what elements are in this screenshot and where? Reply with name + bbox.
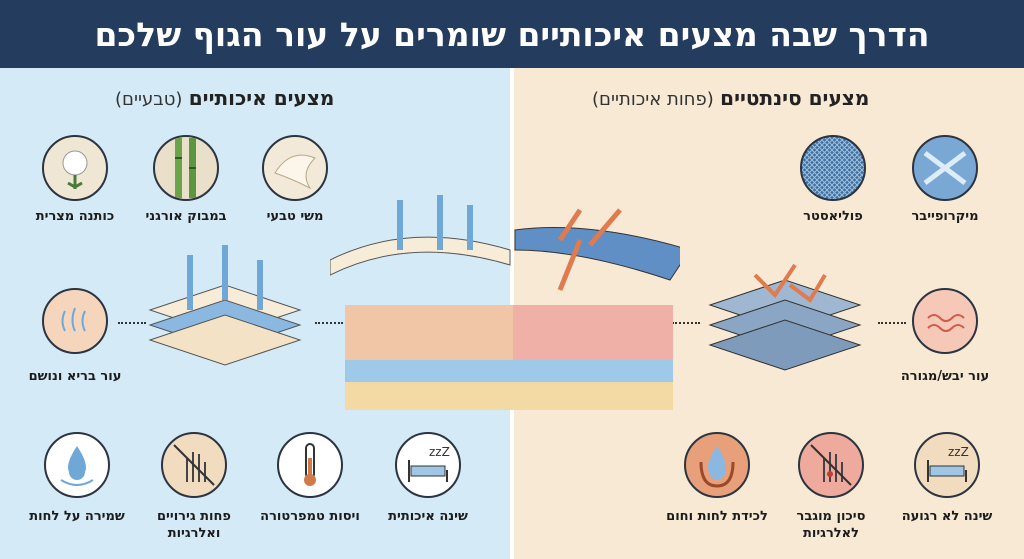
- thermometer-icon: [277, 432, 343, 498]
- left-subheading: (טבעיים): [115, 89, 183, 110]
- connector: [672, 322, 700, 324]
- page-title: הדרך שבה מצעים איכותיים שומרים על עור הג…: [0, 0, 1024, 68]
- moisture-icon: [44, 432, 110, 498]
- connector: [118, 322, 146, 324]
- breathable-fabric-layers: [148, 245, 302, 366]
- allergy-risk-icon: [798, 432, 864, 498]
- svg-text:zzZ: zzZ: [429, 445, 450, 459]
- benefit-label: פחות גירויים ואלרגיות: [157, 509, 231, 541]
- left-heading-text: מצעים איכותיים: [188, 86, 335, 110]
- cotton-icon: [42, 135, 108, 201]
- material-label: במבוק אורגני: [145, 209, 227, 224]
- left-heading: מצעים איכותיים (טבעיים): [115, 86, 334, 110]
- skin-label: עור יבש/מגורה: [900, 369, 990, 384]
- benefit-label: שינה איכותית: [388, 509, 468, 524]
- drawback-label: שינה לא רגועה: [901, 509, 993, 524]
- drawback-label: לכידת לחות וחום: [666, 509, 768, 524]
- connector: [315, 322, 343, 324]
- microfiber-icon: [912, 135, 978, 201]
- material-label: מיקרופייבר: [911, 209, 979, 224]
- svg-text:zzZ: zzZ: [948, 445, 969, 459]
- irritated-skin-icon: [912, 288, 978, 354]
- right-heading-text: מצעים סינתטיים: [720, 86, 870, 110]
- skin-label: עור בריא ונושם: [28, 369, 122, 384]
- skin-cross-section: [330, 195, 680, 410]
- benefit-label: ויסות טמפרטורה: [260, 509, 360, 524]
- healthy-skin-icon: [42, 288, 108, 354]
- material-label: כותנה מצרית: [35, 209, 115, 224]
- connector: [878, 322, 906, 324]
- good-sleep-icon: zzZ: [395, 432, 461, 498]
- synthetic-fabric-layers: [708, 263, 862, 371]
- right-subheading: (פחות איכותיים): [592, 89, 714, 110]
- benefit-label: שמירה על לחות: [29, 509, 125, 524]
- polyester-icon: [800, 135, 866, 201]
- material-label: פוליאסטר: [803, 209, 863, 224]
- trapped-heat-icon: [684, 432, 750, 498]
- bamboo-icon: [153, 135, 219, 201]
- no-allergy-hand-icon: [161, 432, 227, 498]
- right-heading: מצעים סינתטיים (פחות איכותיים): [592, 86, 869, 110]
- restless-sleep-icon: zzZ: [914, 432, 980, 498]
- drawback-label: סיכון מוגבר לאלרגיות: [796, 509, 866, 541]
- material-label: משי טבעי: [266, 209, 324, 224]
- silk-icon: [262, 135, 328, 201]
